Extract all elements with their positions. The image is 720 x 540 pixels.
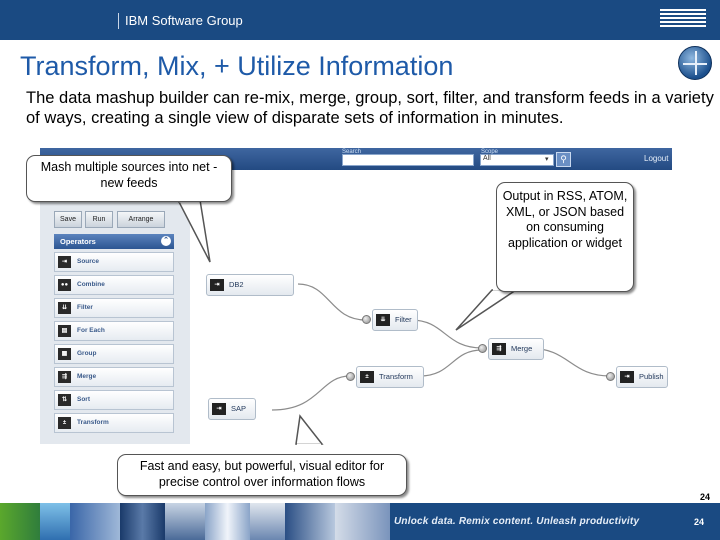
group-name: IBM Software Group [118, 13, 243, 29]
node-sap[interactable]: ⇥ SAP [208, 398, 256, 420]
footer-image-tile [0, 503, 40, 540]
node-transform[interactable]: ± Transform [356, 366, 424, 388]
filter-icon: ⇊ [58, 302, 71, 314]
footer-page-number: 24 [694, 517, 705, 527]
transform-icon: ± [360, 371, 374, 383]
publish-input-port[interactable] [606, 372, 615, 381]
search-label: Search [342, 149, 362, 155]
transform-icon: ± [58, 417, 71, 429]
source-icon: ⇥ [58, 256, 71, 268]
collapse-icon[interactable]: ⌃ [161, 236, 171, 246]
search-input[interactable] [342, 154, 474, 166]
node-db2[interactable]: ⇥ DB2 [206, 274, 294, 296]
operator-transform[interactable]: ± Transform [54, 413, 174, 433]
run-button[interactable]: Run [85, 211, 113, 228]
callout-editor: Fast and easy, but powerful, visual edit… [117, 454, 407, 496]
operator-source[interactable]: ⇥ Source [54, 252, 174, 272]
publish-icon: ⇥ [620, 371, 634, 383]
node-filter-label: Filter [395, 315, 412, 324]
arrange-button[interactable]: Arrange [117, 211, 165, 228]
operator-filter[interactable]: ⇊ Filter [54, 298, 174, 318]
footer-image-tile [250, 503, 285, 540]
slide-title: Transform, Mix, + Utilize Information [20, 51, 454, 81]
node-db2-label: DB2 [229, 280, 244, 289]
operator-group[interactable]: ▦ Group [54, 344, 174, 364]
operators-header[interactable]: Operators ⌃ [54, 234, 174, 249]
node-publish-label: Publish [639, 372, 664, 381]
operator-merge[interactable]: ⇶ Merge [54, 367, 174, 387]
operator-combine[interactable]: ●● Combine [54, 275, 174, 295]
merge-input-port[interactable] [478, 344, 487, 353]
node-merge-label: Merge [511, 344, 533, 353]
filter-icon: ⇊ [376, 314, 390, 326]
operator-label: Combine [77, 281, 105, 288]
scope-select[interactable] [480, 154, 554, 166]
node-transform-label: Transform [379, 372, 413, 381]
header-bar: IBM Software Group [0, 0, 720, 40]
footer-image-tile [285, 503, 335, 540]
footer-image-tile [335, 503, 390, 540]
operator-sort[interactable]: ⇅ Sort [54, 390, 174, 410]
merge-icon: ⇶ [58, 371, 71, 383]
source-icon: ⇥ [212, 403, 226, 415]
logout-link[interactable]: Logout [644, 154, 669, 163]
footer-image-tile [70, 503, 120, 540]
search-button[interactable]: ⚲ [556, 152, 571, 167]
filter-input-port[interactable] [362, 315, 371, 324]
operator-label: Filter [77, 304, 93, 311]
source-icon: ⇥ [210, 279, 224, 291]
save-button[interactable]: Save [54, 211, 82, 228]
callout-output: Output in RSS, ATOM, XML, or JSON based … [496, 182, 634, 292]
scope-value: All [483, 155, 491, 162]
group-icon: ▦ [58, 348, 71, 360]
operator-label: For Each [77, 327, 105, 334]
sort-icon: ⇅ [58, 394, 71, 406]
operators-header-label: Operators [60, 237, 96, 246]
footer-image-tile [120, 503, 165, 540]
for-each-icon: ▤ [58, 325, 71, 337]
ibm-logo [660, 9, 706, 29]
footer-bar: Unlock data. Remix content. Unleash prod… [0, 503, 720, 540]
node-sap-label: SAP [231, 404, 247, 413]
combine-icon: ●● [58, 279, 71, 291]
merge-icon: ⇶ [492, 343, 506, 355]
node-publish[interactable]: ⇥ Publish [616, 366, 668, 388]
node-filter[interactable]: ⇊ Filter [372, 309, 418, 331]
footer-image-tile [205, 503, 250, 540]
scope-label: Scope [481, 149, 499, 155]
footer-image-tile [165, 503, 205, 540]
chevron-down-icon: ▾ [545, 156, 549, 163]
footer-image-tile [40, 503, 70, 540]
intro-text: The data mashup builder can re-mix, merg… [26, 89, 714, 127]
operator-label: Merge [77, 373, 97, 380]
operator-for-each[interactable]: ▤ For Each [54, 321, 174, 341]
operator-label: Sort [77, 396, 90, 403]
app-top-bar: Search Scope All ▾ ⚲ Logout [40, 148, 672, 170]
operator-label: Source [77, 258, 100, 265]
operator-label: Group [77, 350, 97, 357]
page-number: 24 [700, 492, 711, 502]
callout-mash: Mash multiple sources into net -new feed… [26, 155, 232, 202]
footer-tagline: Unlock data. Remix content. Unleash prod… [394, 516, 640, 527]
node-merge[interactable]: ⇶ Merge [488, 338, 544, 360]
search-icon: ⚲ [560, 154, 567, 164]
globe-icon [678, 46, 712, 80]
operator-label: Transform [77, 419, 109, 426]
transform-input-port[interactable] [346, 372, 355, 381]
